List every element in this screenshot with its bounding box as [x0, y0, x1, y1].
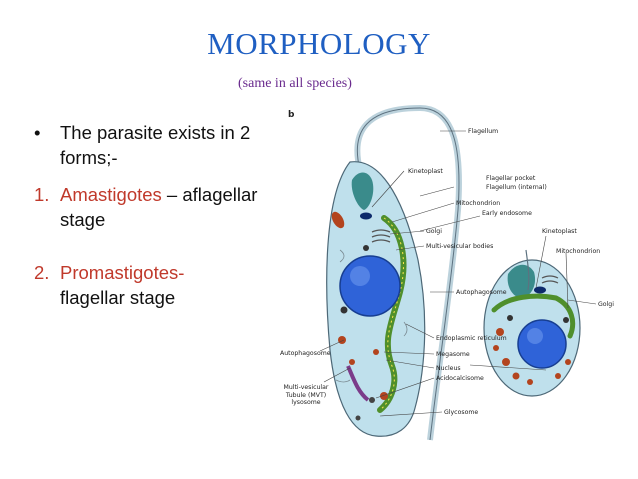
mvt-lysosome [346, 365, 370, 402]
label-mitochondrion-right: Mitochondrion [556, 248, 600, 255]
label-multi-vesicular-bodies: Multi-vesicular bodies [426, 243, 493, 250]
bullet-text: The parasite exists in 2 forms;- [60, 122, 251, 168]
label-mitochondrion: Mitochondrion [456, 200, 500, 207]
page-title: MORPHOLOGY [207, 26, 431, 61]
label-endoplasmic-reticulum: Endoplasmic reticulum [436, 335, 507, 342]
label-nucleus: Nucleus [436, 365, 461, 372]
form-description: – aflagellar stage [60, 184, 258, 230]
leishmania-cell-diagram: b [280, 104, 614, 441]
numbered-marker: 1. [34, 184, 50, 205]
bullet-item-1: • The parasite exists in 2 forms;- [34, 120, 284, 170]
label-megasome: Megasome [436, 351, 470, 358]
form-name-amastigotes: Amastigotes [60, 184, 162, 205]
kinetoplast [360, 212, 372, 220]
label-golgi: Golgi [426, 228, 442, 235]
numbered-marker: 2. [34, 262, 50, 283]
bullet-list: • The parasite exists in 2 forms;- 1. Am… [34, 120, 284, 310]
label-flagellum-internal: Flagellum (internal) [486, 184, 547, 191]
label-flagellum: Flagellum [468, 128, 498, 135]
bullet-item-3: 2. Promastigotes- flagellar stage [34, 260, 284, 310]
form-name-promastigotes: Promastigotes- [60, 262, 185, 283]
label-kinetoplast-right: Kinetoplast [542, 228, 577, 235]
label-autophagosome-left: Autophagosome [280, 350, 331, 357]
bullet-item-2: 1. Amastigotes – aflagellar stage [34, 182, 284, 232]
nucleus [339, 255, 401, 317]
label-glycosome: Glycosome [444, 409, 478, 416]
panel-letter: b [288, 110, 295, 120]
label-mvt-lysosome: Multi-vesicular Tubule (MVT) lysosome [283, 384, 329, 406]
bullet-marker: • [34, 122, 41, 143]
label-kinetoplast: Kinetoplast [408, 168, 443, 175]
label-flagellar-pocket: Flagellar pocket [486, 175, 536, 182]
label-autophagosome: Autophagosome [456, 289, 507, 296]
label-acidocalcisome: Acidocalcisome [436, 375, 484, 382]
page-subtitle: (same in all species) [238, 76, 352, 91]
golgi-stacks [371, 229, 391, 243]
label-golgi-right: Golgi [598, 301, 614, 308]
label-early-endosome: Early endosome [482, 210, 532, 217]
megasome [331, 211, 345, 229]
form-description: flagellar stage [60, 287, 176, 308]
flagellar-pocket [351, 172, 374, 210]
